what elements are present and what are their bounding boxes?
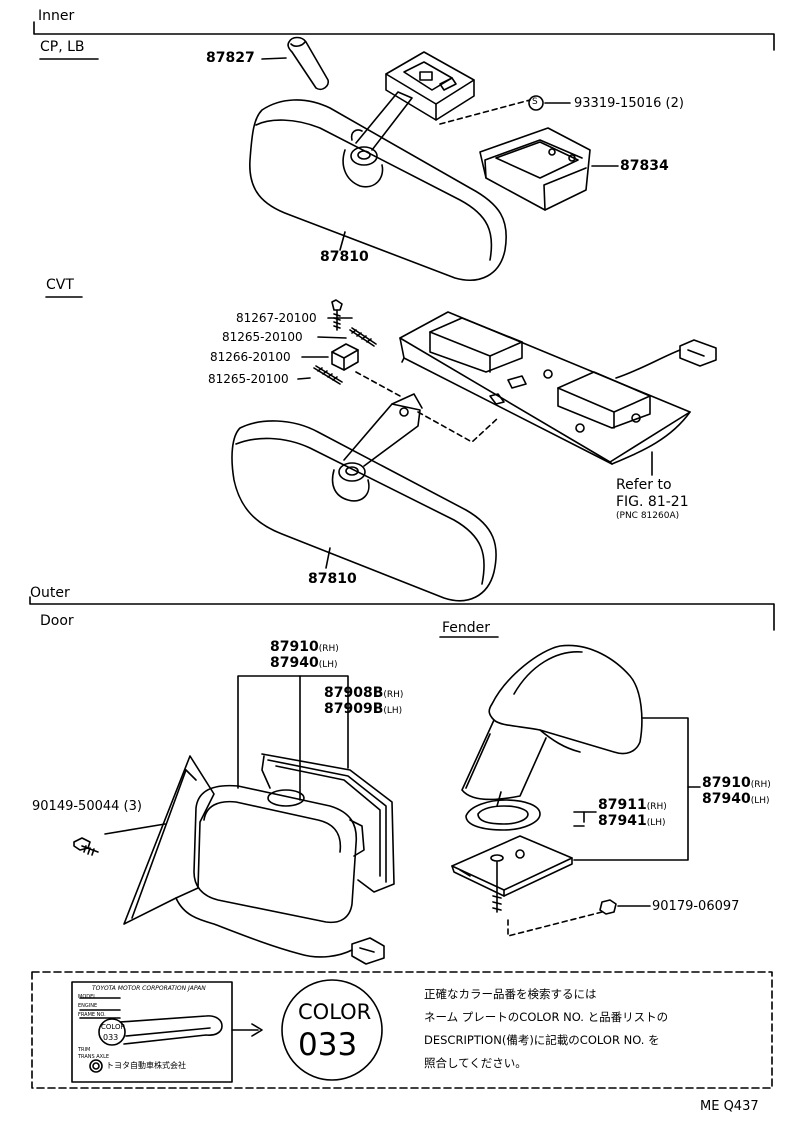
- footer-code: ME Q437: [700, 1099, 759, 1114]
- fender-part-87911: 87911(RH): [598, 797, 667, 813]
- big-color-code: 033: [298, 1027, 358, 1063]
- inner-bracket: [33, 21, 775, 51]
- part-87827: 87827: [206, 50, 255, 66]
- plate-trans: TRANS AXLE: [78, 1054, 110, 1060]
- fender-part-87910: 87910(RH): [702, 775, 771, 791]
- cover-87827-shape: [261, 36, 330, 91]
- part-81267-20100: 81267-20100: [236, 311, 317, 325]
- note-line-2: ネーム プレートのCOLOR NO. と品番リストの: [424, 1010, 669, 1024]
- part-90179-06097: 90179-06097: [652, 899, 740, 914]
- note-line-3: DESCRIPTION(備考)に記載のCOLOR NO. を: [424, 1033, 660, 1047]
- part-81265-20100-a: 81265-20100: [222, 330, 303, 344]
- note-line-1: 正確なカラー品番を検索するには: [424, 987, 597, 1001]
- fender-part-87941: 87941(LH): [598, 813, 666, 829]
- s-mark: S: [532, 97, 538, 107]
- part-93319-15016: 93319-15016 (2): [574, 96, 684, 111]
- plate-jp-maker: トヨタ自動車株式会社: [106, 1061, 186, 1070]
- part-81266-20100: 81266-20100: [210, 350, 291, 364]
- section-cp-lb: CP, LB: [40, 39, 85, 55]
- door-part-87940: 87940(LH): [270, 655, 338, 671]
- plate-trim: TRIM: [78, 1047, 91, 1053]
- section-outer: Outer: [30, 585, 70, 601]
- part-87834: 87834: [620, 158, 669, 174]
- outer-bracket: [29, 596, 775, 631]
- door-part-87908b: 87908B(RH): [324, 685, 404, 701]
- door-part-87909b: 87909B(LH): [324, 701, 403, 717]
- refer-pnc-label: (PNC 81260A): [616, 511, 680, 521]
- refer-fig-label: FIG. 81-21: [616, 494, 689, 510]
- plate-color-label: COLOR: [101, 1023, 126, 1031]
- section-fender: Fender: [442, 620, 491, 636]
- mirror-87810-top-shape: [249, 51, 507, 281]
- door-part-87910: 87910(RH): [270, 639, 339, 655]
- cover-87834-shape: [479, 127, 619, 211]
- section-inner: Inner: [38, 8, 75, 24]
- small-parts-cvt: [297, 299, 401, 397]
- note-line-4: 照合してください。: [424, 1056, 527, 1070]
- part-81265-20100-b: 81265-20100: [208, 372, 289, 386]
- plate-maker: TOYOTA MOTOR CORPORATION JAPAN: [92, 985, 206, 992]
- refer-to-label: Refer to: [616, 477, 672, 493]
- color-plate-box: [31, 971, 773, 1089]
- part-87810-top: 87810: [320, 249, 369, 265]
- big-color-label: COLOR: [298, 1000, 372, 1024]
- plate-frame: FRAME NO.: [78, 1012, 106, 1018]
- door-mirror-shape: [73, 675, 395, 965]
- fender-part-87940: 87940(LH): [702, 791, 770, 807]
- plate-engine: ENGINE: [78, 1003, 98, 1009]
- fender-mirror-shape: [451, 644, 701, 937]
- s-mark-circle: [528, 95, 544, 111]
- mirror-87810-cvt-shape: [231, 393, 497, 602]
- plate-color-code: 033: [103, 1033, 119, 1042]
- cvt-module-shape: [399, 311, 717, 476]
- section-cvt: CVT: [46, 277, 74, 293]
- plate-model: MODEL: [78, 994, 97, 1000]
- part-87810-cvt: 87810: [308, 571, 357, 587]
- section-door: Door: [40, 613, 74, 629]
- part-90149-50044: 90149-50044 (3): [32, 799, 142, 814]
